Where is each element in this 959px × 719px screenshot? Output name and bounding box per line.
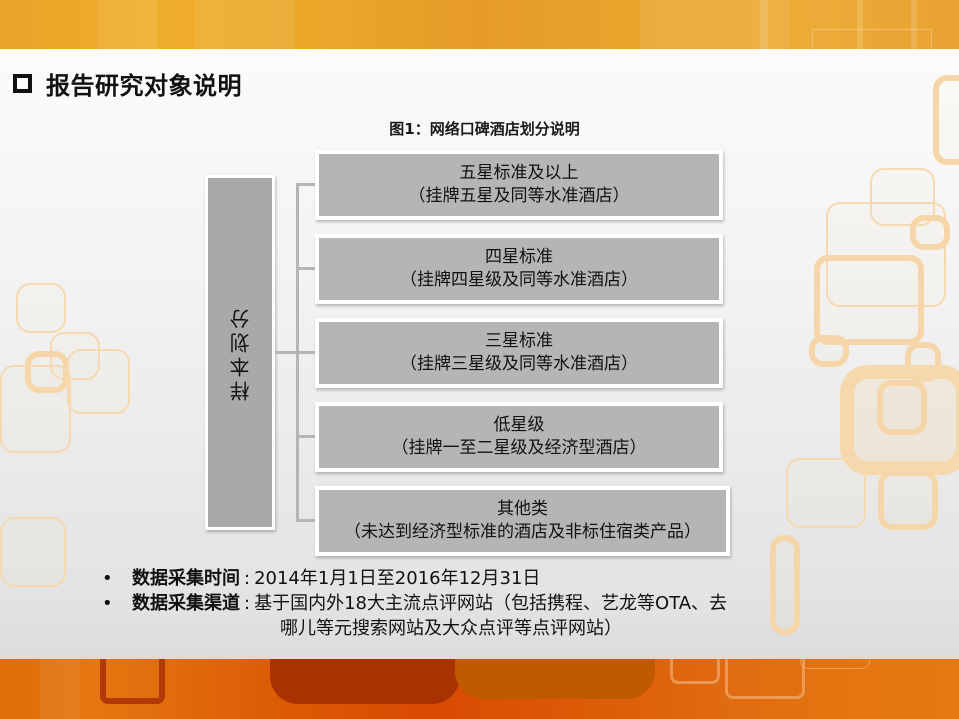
speech-bubble-icon	[455, 659, 655, 699]
speech-bubble-icon	[670, 659, 720, 684]
category-box-three-star: 三星标准 （挂牌三星级及同等水准酒店）	[315, 318, 723, 388]
banner-stripe	[760, 0, 768, 49]
root-node-label: 样本划分	[228, 304, 253, 401]
figure-caption: 图1：网络口碑酒店划分说明	[389, 120, 580, 138]
slide-heading: 报告研究对象说明	[13, 66, 242, 101]
speech-bubble-icon	[933, 75, 959, 165]
speech-bubble-icon	[786, 458, 866, 528]
connector-line	[296, 351, 318, 354]
speech-bubble-icon	[0, 517, 66, 587]
banner-stripe	[40, 659, 80, 719]
speech-bubble-icon	[100, 659, 165, 704]
speech-bubble-icon	[878, 470, 938, 530]
note-text: 基于国内外18大主流点评网站（包括携程、艺龙等OTA、去	[254, 593, 728, 614]
speech-bubble-icon	[809, 335, 849, 367]
note-text-continuation: 哪儿等元搜索网站及大众点评等点评网站）	[280, 618, 622, 639]
banner-frame	[812, 29, 932, 49]
speech-bubble-icon	[770, 535, 800, 635]
category-subtitle: （挂牌四星级及同等水准酒店）	[400, 270, 638, 290]
note-continuation: 哪儿等元搜索网站及大众点评等点评网站）	[100, 616, 727, 641]
connector-line	[296, 183, 318, 186]
category-title: 低星级	[493, 415, 545, 435]
banner-stripe	[911, 0, 917, 49]
category-box-five-star: 五星标准及以上 （挂牌五星及同等水准酒店）	[315, 150, 723, 220]
banner-stripe	[97, 0, 157, 49]
speech-bubble-icon	[67, 349, 130, 414]
category-title: 四星标准	[485, 247, 553, 267]
category-subtitle: （挂牌五星及同等水准酒店）	[408, 186, 630, 206]
category-subtitle: （挂牌一至二星级及经济型酒店）	[391, 438, 647, 458]
banner-stripe	[857, 0, 863, 49]
note-item-collection-channel: • 数据采集渠道 : 基于国内外18大主流点评网站（包括携程、艺龙等OTA、去	[100, 591, 727, 616]
speech-bubble-icon	[814, 255, 924, 345]
bullet-icon: •	[102, 568, 113, 589]
banner-stripe	[195, 0, 295, 49]
connector-line	[296, 519, 318, 522]
category-title: 三星标准	[485, 331, 553, 351]
banner-stripe	[640, 0, 790, 49]
note-colon: :	[244, 568, 251, 589]
bullet-icon: •	[102, 593, 113, 614]
connector-line	[275, 351, 297, 354]
category-subtitle: （挂牌三星级及同等水准酒店）	[400, 354, 638, 374]
speech-bubble-icon	[0, 365, 71, 453]
note-colon: :	[244, 593, 251, 614]
notes-list: • 数据采集时间 : 2014年1月1日至2016年12月31日 • 数据采集渠…	[100, 566, 727, 641]
speech-bubble-icon	[910, 215, 950, 250]
top-banner	[0, 0, 959, 49]
note-label: 数据采集渠道	[132, 593, 240, 614]
speech-bubble-icon	[800, 659, 870, 669]
note-label: 数据采集时间	[132, 568, 240, 589]
connector-line	[296, 435, 318, 438]
category-title: 五星标准及以上	[459, 163, 579, 183]
category-box-four-star: 四星标准 （挂牌四星级及同等水准酒店）	[315, 234, 723, 304]
category-box-other: 其他类 （未达到经济型标准的酒店及非标住宿类产品）	[315, 486, 730, 556]
speech-bubble-icon	[725, 659, 805, 699]
slide-title: 报告研究对象说明	[46, 72, 242, 100]
speech-bubble-icon	[877, 380, 927, 435]
category-title: 其他类	[497, 499, 548, 519]
speech-bubble-icon	[16, 283, 66, 333]
root-node-sample-division: 样本划分	[205, 175, 275, 530]
hollow-square-bullet-icon	[13, 74, 32, 93]
connector-line	[296, 267, 318, 270]
note-item-collection-time: • 数据采集时间 : 2014年1月1日至2016年12月31日	[100, 566, 727, 591]
speech-bubble-icon	[270, 659, 460, 704]
bottom-banner	[0, 659, 959, 719]
category-box-low-star: 低星级 （挂牌一至二星级及经济型酒店）	[315, 402, 723, 472]
note-text: 2014年1月1日至2016年12月31日	[254, 568, 541, 589]
category-subtitle: （未达到经济型标准的酒店及非标住宿类产品）	[344, 522, 701, 542]
